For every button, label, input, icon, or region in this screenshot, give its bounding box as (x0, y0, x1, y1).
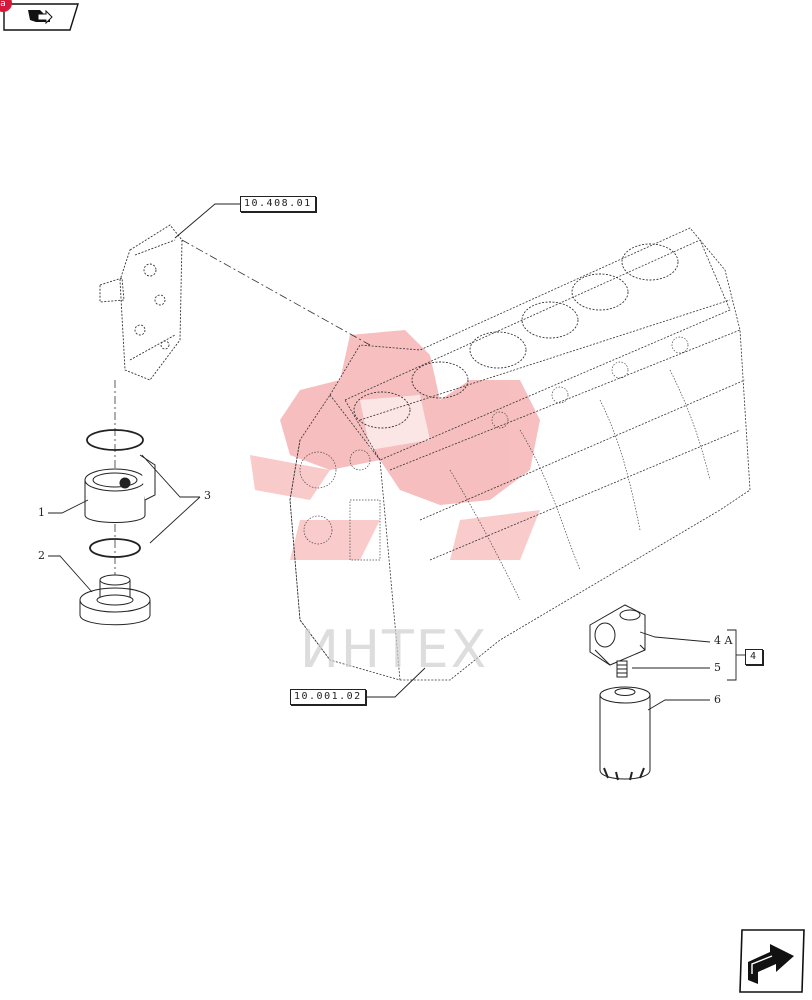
nipple-part-5 (616, 660, 628, 678)
ref-10-001-02[interactable]: 10.001.02 (290, 689, 366, 705)
callout-3: 3 (204, 489, 211, 502)
engine-block (289, 227, 751, 681)
oil-cooler-plate (99, 224, 183, 381)
housing-part-1 (84, 454, 156, 523)
book-arrow-icon (3, 3, 79, 31)
prev-page-button[interactable]: a (0, 0, 80, 32)
watermark-text: ИНТЕХ (300, 620, 489, 680)
ref-group-4[interactable]: 4 (745, 649, 763, 665)
o-ring-upper (86, 429, 144, 451)
callout-6: 6 (714, 693, 721, 706)
filter-cartridge-6 (599, 686, 651, 781)
callout-4a: 4 A (714, 634, 733, 647)
callout-5: 5 (714, 661, 721, 674)
page-badge: a (0, 0, 12, 12)
next-page-button[interactable] (736, 926, 806, 996)
callout-1: 1 (38, 506, 45, 519)
ref-10-408-01[interactable]: 10.408.01 (240, 196, 316, 212)
arrow-next-icon (739, 929, 805, 993)
watermark-logo (250, 330, 540, 560)
o-ring-lower (89, 538, 141, 558)
adapter-part-2 (79, 574, 151, 626)
cylinder-bores (353, 243, 679, 429)
leader-lines (48, 203, 745, 711)
block-side-detail (299, 336, 711, 601)
filter-head-4a (589, 604, 646, 666)
callout-2: 2 (38, 549, 45, 562)
